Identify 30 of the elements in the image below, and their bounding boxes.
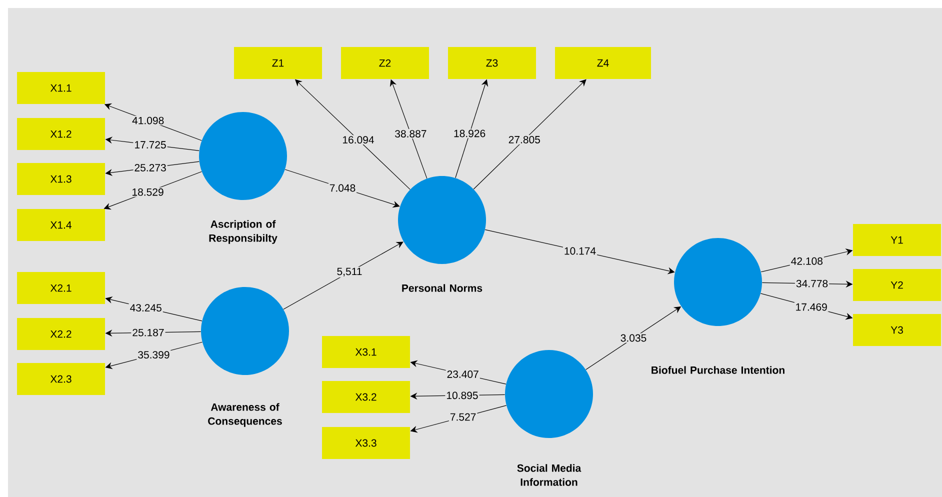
indicator-box: X3.2: [322, 380, 410, 413]
arrow: [283, 242, 404, 310]
edge-label: 10.895: [445, 390, 480, 400]
indicator-box: Z4: [555, 47, 651, 79]
indicator-box: X2.1: [17, 272, 105, 304]
edge-label: 16.094: [341, 135, 376, 145]
node-label: Social Media Information: [517, 464, 582, 486]
node-label: Ascription of Responsibilty: [209, 220, 278, 244]
indicator-box: Y2: [853, 268, 941, 301]
indicator-box: X1.3: [17, 163, 105, 195]
indicator-box: X1.1: [17, 72, 105, 104]
edge-label: 38.887: [394, 129, 428, 138]
edge-label: 35.399: [136, 350, 171, 360]
arrow: [473, 79, 586, 190]
edge-label: 17.725: [133, 140, 168, 150]
indicator-box: X1.2: [17, 118, 105, 150]
indicator-box: X3.3: [322, 426, 410, 459]
node-label: Awareness of Consequences: [208, 403, 282, 427]
node-label: Personal Norms: [402, 284, 482, 292]
indicator-box: Z1: [234, 47, 322, 79]
indicator-box: Z2: [341, 47, 429, 79]
indicator-box: X3.1: [322, 336, 410, 368]
indicator-box: Y1: [853, 224, 941, 256]
indicator-box: Y3: [853, 314, 941, 346]
indicator-box: Z3: [448, 47, 536, 79]
node-label: Biofuel Purchase Intention: [652, 366, 784, 374]
edge-label: 43.245: [128, 303, 163, 313]
indicator-box: X2.3: [17, 363, 105, 395]
indicator-box: X2.2: [17, 318, 105, 350]
indicator-box: X1.4: [17, 208, 105, 241]
